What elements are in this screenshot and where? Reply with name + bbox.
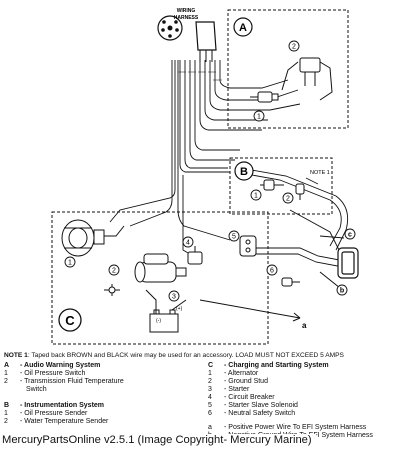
- legend-a-letter: A: [4, 362, 10, 369]
- wire-a-positive: [199, 299, 301, 322]
- water-temperature-sender: [295, 183, 305, 200]
- legend-a-item-text: Switch: [26, 386, 47, 393]
- legend-c-item-num: 5: [208, 402, 212, 409]
- harness-label-line2: HARNESS: [174, 15, 199, 21]
- legend-c-item-num: 3: [208, 386, 212, 393]
- callout-b1: 1: [254, 193, 258, 200]
- main-wire-bundle: [109, 60, 351, 269]
- section-c-box: [51, 211, 269, 345]
- legend-c-title: - Charging and Starting System: [224, 362, 329, 369]
- callout-a1: 1: [257, 114, 261, 121]
- svg-text:(+): (+): [176, 306, 183, 312]
- note-1-label: NOTE 1: [310, 170, 330, 176]
- wiring-harness-connector: [157, 15, 217, 62]
- oil-pressure-sender: [260, 179, 284, 191]
- legend-c-item-text: - Alternator: [224, 370, 259, 377]
- legend-c-item-text: - Circuit Breaker: [224, 394, 275, 401]
- callout-c5: 5: [232, 234, 236, 241]
- legend-a-item-num: 1: [4, 370, 8, 377]
- callout-c2: 2: [112, 268, 116, 275]
- transmission-temperature-switch: [281, 57, 333, 101]
- legend-c-item-text: - Starter: [224, 386, 250, 393]
- wiring-diagram: WIRING HARNESS A 2: [51, 8, 359, 345]
- note-1: NOTE 1: Taped back BROWN and BLACK wire …: [4, 352, 344, 359]
- legend-c-item-text: - Starter Slave Solenoid: [224, 402, 298, 409]
- callout-wire-b: b: [340, 288, 344, 295]
- neutral-safety-switch: [281, 277, 300, 287]
- legend-b-item-text: - Oil Pressure Sender: [20, 410, 88, 417]
- legend-c-item-num: 6: [208, 410, 212, 417]
- legend-a-item-num: 2: [4, 378, 8, 385]
- legend-b-item-num: 1: [4, 410, 8, 417]
- legend-c-item-text: - Ground Stud: [224, 378, 268, 385]
- callout-b2: 2: [286, 196, 290, 203]
- legend-c-letter: C: [208, 362, 214, 369]
- legend-wire-text: - Positive Power Wire To EFI System Harn…: [224, 424, 367, 431]
- svg-text:(-): (-): [156, 318, 161, 324]
- battery: [145, 289, 187, 333]
- callout-c4: 4: [186, 240, 190, 247]
- wire-c: [319, 235, 345, 239]
- callout-a-circle: [233, 17, 253, 37]
- circuit-breaker: [187, 246, 203, 265]
- wire-b-negative: [319, 271, 341, 289]
- alternator: [61, 219, 125, 257]
- legend-c-item-text: - Neutral Safety Switch: [224, 410, 296, 417]
- copyright-footer: MercuryPartsOnline v2.5.1 (Image Copyrig…: [2, 434, 316, 446]
- callout-c1: 1: [68, 260, 72, 267]
- legend-c-item-num: 4: [208, 394, 212, 401]
- callout-wire-c: c: [348, 232, 352, 239]
- legend-wire-letter: a: [208, 424, 212, 431]
- callout-a: A: [239, 22, 247, 34]
- section-b-box: [229, 157, 333, 215]
- wire-color-marks: [178, 71, 222, 81]
- oil-pressure-switch: [250, 91, 279, 103]
- starter-motor: [134, 253, 187, 283]
- callout-c6: 6: [270, 268, 274, 275]
- section-a-box: [227, 9, 349, 129]
- legend-b-letter: B: [4, 402, 10, 409]
- legend-a-item-text: - Transmission Fluid Temperature: [20, 378, 124, 385]
- starter-slave-solenoid: [239, 235, 257, 257]
- legend-b-title: - Instrumentation System: [20, 402, 105, 409]
- efi-harness-connector: [337, 247, 359, 279]
- legend-c-item-num: 1: [208, 370, 212, 377]
- note-1-bold: NOTE 1: [4, 352, 28, 359]
- legend-b-item-num: 2: [4, 418, 8, 425]
- harness-label-line1: WIRING: [177, 8, 196, 14]
- callout-c3: 3: [172, 294, 176, 301]
- callout-a2: 2: [292, 44, 296, 51]
- legend-b-item-text: - Water Temperature Sender: [20, 418, 109, 425]
- callout-b: B: [240, 166, 248, 178]
- callout-c: C: [65, 313, 75, 328]
- legend-a-item-text: - Oil Pressure Switch: [20, 370, 86, 377]
- note-1-text: : Taped back BROWN and BLACK wire may be…: [27, 352, 344, 359]
- legend-c-item-num: 2: [208, 378, 212, 385]
- legend-a-title: - Audio Warning System: [20, 362, 101, 369]
- callout-wire-a: a: [302, 321, 307, 330]
- ground-stud: [104, 284, 120, 296]
